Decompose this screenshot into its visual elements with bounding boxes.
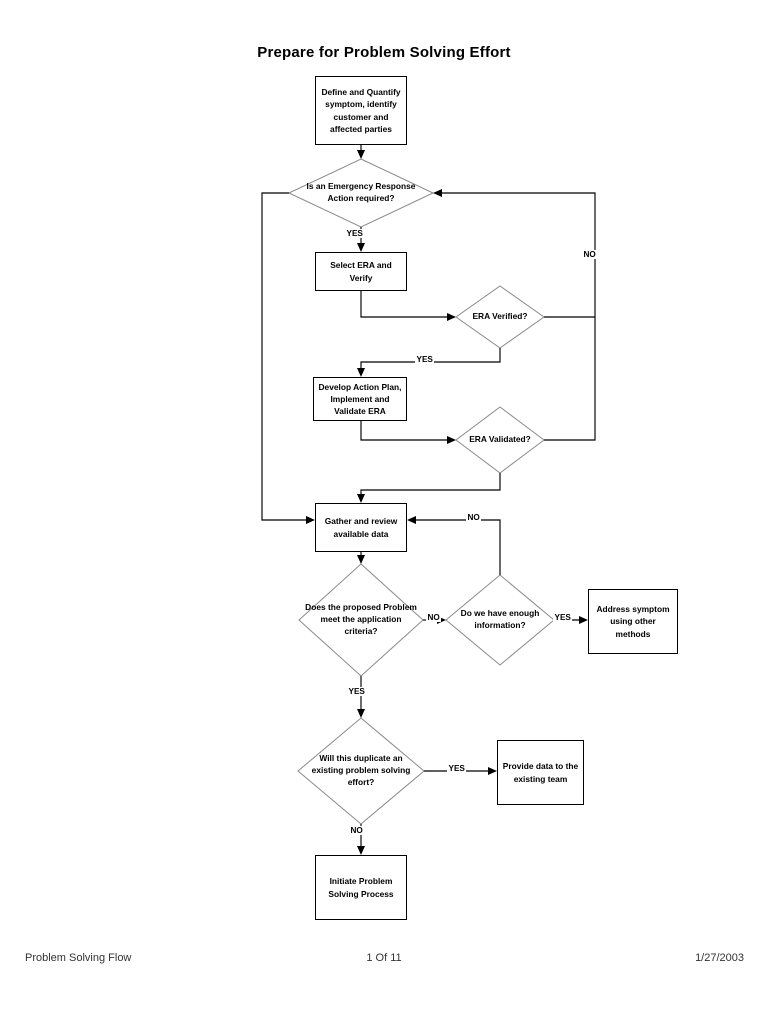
arrowhead-left-bypass-to-gather <box>306 516 315 524</box>
node-define-symptom[interactable]: Define and Quantify symptom, identify cu… <box>315 76 407 145</box>
edge-label-criteria-yes: YES <box>347 687 367 696</box>
edge-label-era-required-yes: YES <box>345 229 365 238</box>
edge-develop-plan-to-era-validated <box>360 421 448 441</box>
decision-era-validated-shape <box>455 406 545 474</box>
arrowhead-develop-plan-to-era-validated <box>447 436 456 444</box>
edge-label-duplicate-yes: YES <box>447 764 467 773</box>
edge-label-enough-info-yes: YES <box>553 613 573 622</box>
arrowhead-enough-info-to-address <box>579 616 588 624</box>
node-develop-action-plan[interactable]: Develop Action Plan, Implement and Valid… <box>313 377 407 421</box>
edge-label-era-verified-yes: YES <box>415 355 435 364</box>
arrowhead-enough-info-to-gather <box>407 516 416 524</box>
edge-label-duplicate-no: NO <box>349 826 365 835</box>
decision-criteria-shape <box>298 563 424 677</box>
node-initiate-process[interactable]: Initiate Problem Solving Process <box>315 855 407 920</box>
node-provide-data[interactable]: Provide data to the existing team <box>497 740 584 805</box>
arrowhead-define-to-era-required <box>357 150 365 159</box>
edge-select-era-to-era-verified <box>360 291 448 318</box>
edge-label-era-verified-no: NO <box>582 250 598 259</box>
arrowhead-gather-to-criteria <box>357 555 365 564</box>
edge-era-validated-to-gather <box>360 473 501 497</box>
edge-era-required-left-to-gather <box>261 192 307 521</box>
node-select-era[interactable]: Select ERA and Verify <box>315 252 407 291</box>
arrowhead-era-required-to-select-era <box>357 243 365 252</box>
edge-enough-info-no-to-gather <box>415 519 501 575</box>
page-footer: Problem Solving Flow 1 Of 11 1/27/2003 <box>0 952 768 972</box>
arrowhead-duplicate-to-initiate <box>357 846 365 855</box>
edge-era-validated-no-to-rail <box>544 317 596 441</box>
footer-document-name: Problem Solving Flow <box>25 952 132 964</box>
decision-era-required-shape <box>287 158 435 228</box>
footer-date: 1/27/2003 <box>695 952 744 964</box>
arrowhead-era-verified-to-develop-plan <box>357 368 365 377</box>
node-address-symptom[interactable]: Address symptom using other methods <box>588 589 678 654</box>
arrowhead-criteria-to-duplicate <box>357 709 365 718</box>
edge-label-criteria-no: NO <box>426 613 442 622</box>
arrowhead-duplicate-to-provide-data <box>488 767 497 775</box>
arrowhead-select-era-to-era-verified <box>447 313 456 321</box>
arrowhead-era-validated-to-gather <box>357 494 365 503</box>
decision-era-verified-shape <box>455 285 545 349</box>
decision-enough-info-shape <box>445 574 555 666</box>
arrowhead-rail-to-era-required <box>433 189 442 197</box>
decision-duplicate-shape <box>297 717 425 825</box>
page-title: Prepare for Problem Solving Effort <box>257 44 511 61</box>
edge-label-enough-info-no: NO <box>466 513 482 522</box>
node-gather-data[interactable]: Gather and review available data <box>315 503 407 552</box>
footer-page-number: 1 Of 11 <box>366 952 402 964</box>
